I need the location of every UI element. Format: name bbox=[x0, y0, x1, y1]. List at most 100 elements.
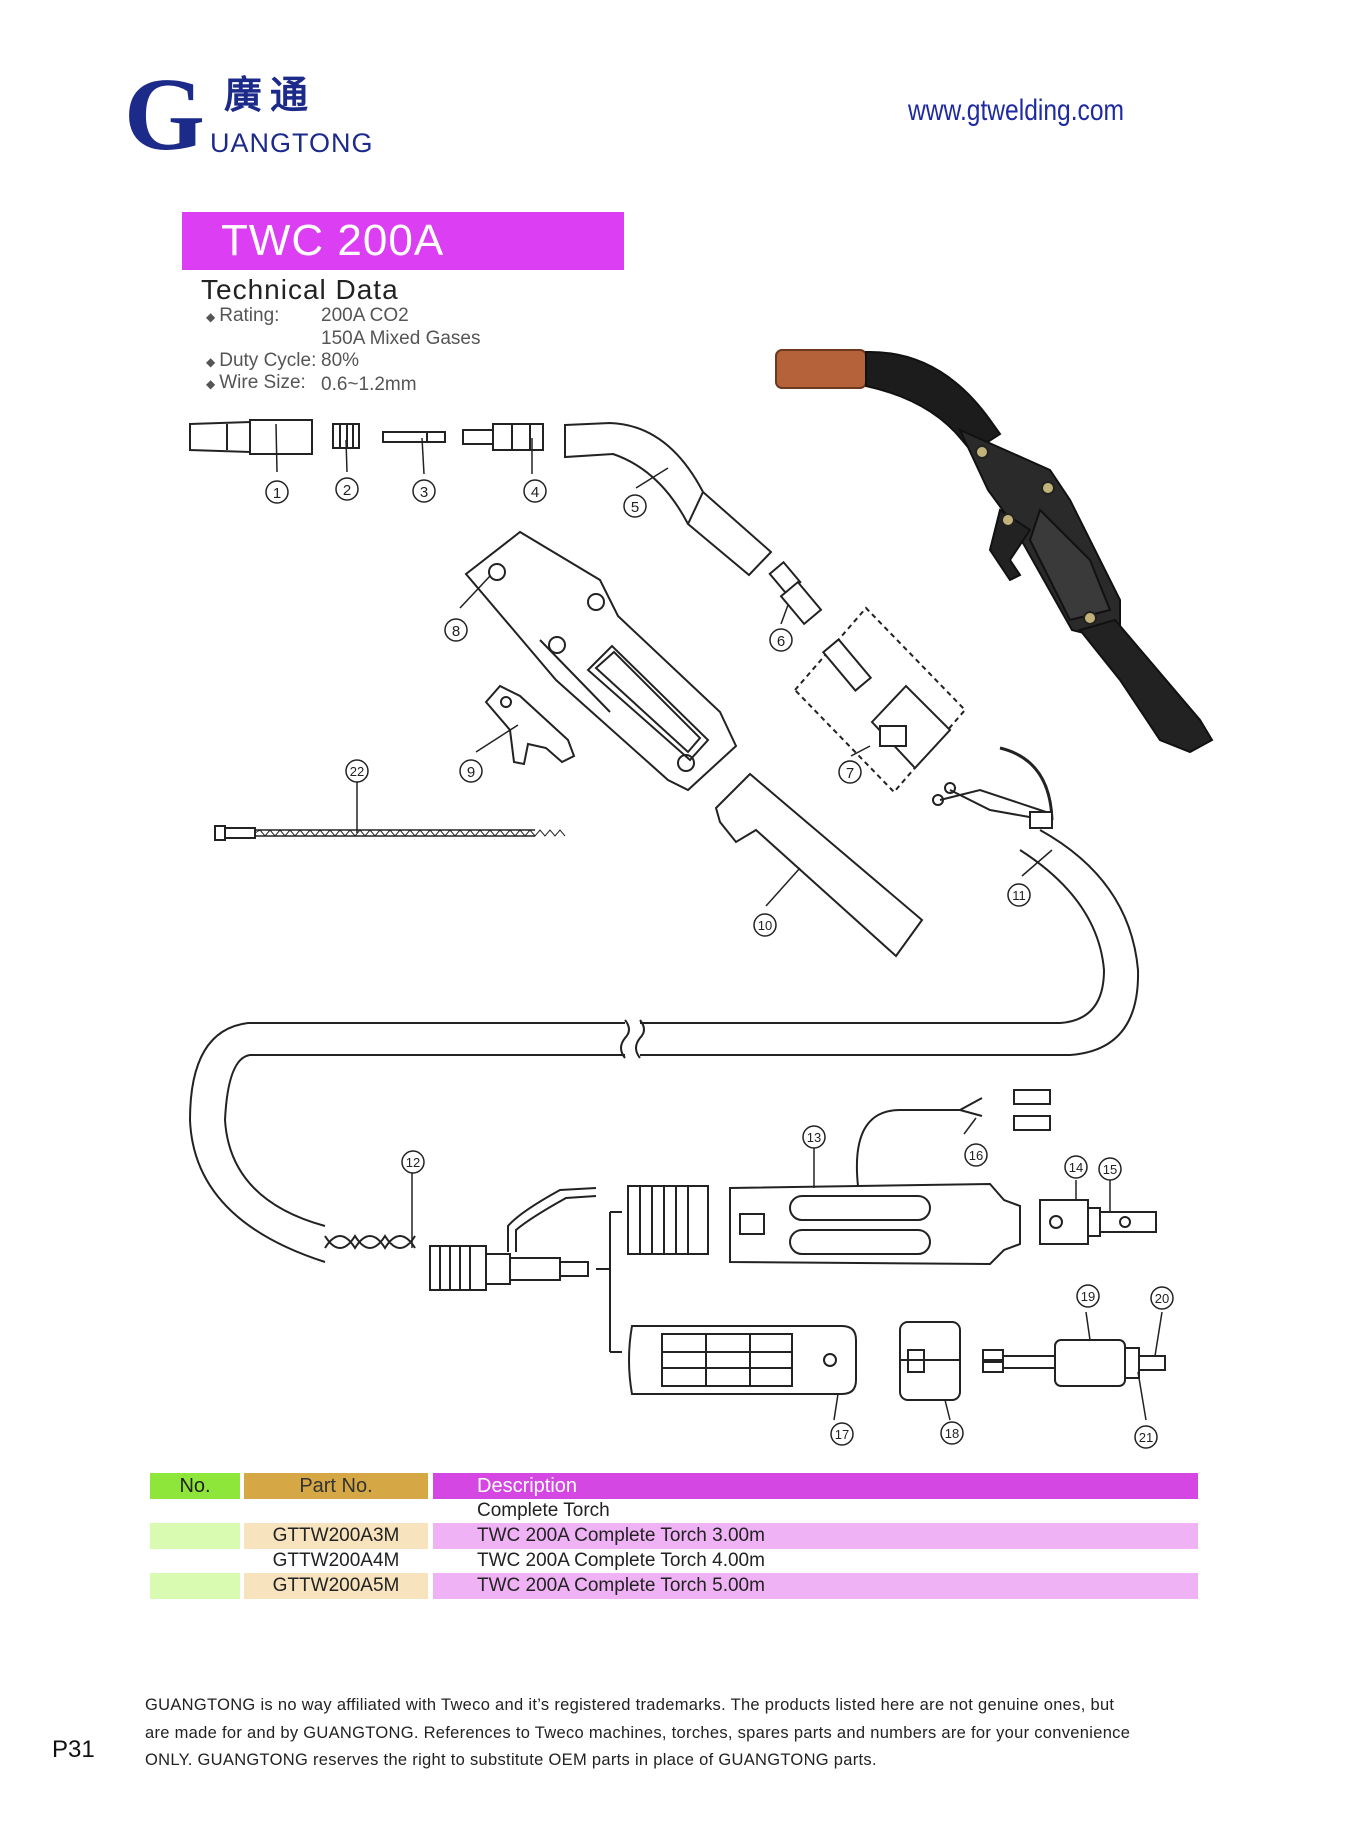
part-3-contact-tip bbox=[382, 431, 446, 443]
header-description: Description bbox=[433, 1473, 1198, 1499]
part-7-switch bbox=[793, 606, 967, 794]
part-22-liner bbox=[214, 825, 566, 841]
callout-5: 5 bbox=[623, 494, 647, 518]
svg-text:6: 6 bbox=[777, 633, 785, 650]
part-4-tip-adaptor bbox=[462, 423, 544, 451]
callouts: 1 2 3 4 5 6 7 8 9 10 11 12 13 14 15 16 1… bbox=[265, 477, 1174, 1449]
website-link[interactable]: www.gtwelding.com bbox=[908, 94, 1125, 127]
part-1-nozzle bbox=[189, 419, 313, 455]
wire-size-label-text: Wire Size: bbox=[219, 372, 306, 393]
row-description: TWC 200A Complete Torch 3.00m bbox=[433, 1523, 1198, 1549]
rating-label-text: Rating: bbox=[219, 305, 280, 326]
svg-text:1: 1 bbox=[273, 485, 281, 502]
torch-photo bbox=[775, 349, 1214, 754]
row-no bbox=[150, 1573, 240, 1599]
model-title-band bbox=[182, 212, 624, 270]
table-row: GTTW200A3M TWC 200A Complete Torch 3.00m bbox=[150, 1523, 1198, 1549]
callout-7: 7 bbox=[838, 760, 862, 784]
callout-leader-lines bbox=[275, 423, 1163, 1421]
part-13-rear-connector bbox=[627, 1089, 1051, 1266]
part-18-connector-body bbox=[899, 1321, 961, 1401]
header-no: No. bbox=[150, 1473, 240, 1499]
svg-text:3: 3 bbox=[420, 484, 428, 501]
callout-14: 14 bbox=[1064, 1155, 1088, 1179]
callout-20: 20 bbox=[1150, 1286, 1174, 1310]
row-no bbox=[150, 1548, 240, 1574]
disclaimer-line-1: GUANGTONG is no way affiliated with Twec… bbox=[145, 1696, 1115, 1714]
callout-8: 8 bbox=[444, 618, 468, 642]
exploded-parts-diagram: 1 2 3 4 5 6 7 8 9 10 11 12 13 14 15 16 1… bbox=[188, 349, 1214, 1449]
callout-19: 19 bbox=[1076, 1284, 1100, 1308]
duty-cycle-value: 80% bbox=[321, 350, 360, 371]
brand-logo: G 廣通 UANGTONG bbox=[124, 57, 373, 172]
svg-text:17: 17 bbox=[835, 1427, 849, 1442]
row-description: Complete Torch bbox=[477, 1500, 610, 1521]
table-row: GTTW200A5M TWC 200A Complete Torch 5.00m bbox=[150, 1573, 1198, 1599]
callout-12: 12 bbox=[401, 1150, 425, 1174]
svg-text:8: 8 bbox=[452, 623, 460, 640]
wire-size-label: ◆Wire Size: bbox=[206, 372, 306, 395]
row-part-no: GTTW200A5M bbox=[244, 1573, 428, 1599]
rating-label: ◆Rating: bbox=[206, 305, 279, 328]
rating-value-1: 200A CO2 bbox=[321, 305, 409, 326]
logo-chinese-name: 廣通 bbox=[224, 75, 317, 117]
row-part-no: GTTW200A3M bbox=[244, 1523, 428, 1549]
callout-11: 11 bbox=[1007, 883, 1031, 907]
row-description: TWC 200A Complete Torch 5.00m bbox=[433, 1573, 1198, 1599]
disclaimer: GUANGTONG is no way affiliated with Twec… bbox=[145, 1692, 1215, 1775]
callout-10: 10 bbox=[753, 913, 777, 937]
svg-text:9: 9 bbox=[467, 764, 475, 781]
callout-17: 17 bbox=[830, 1422, 854, 1446]
svg-text:20: 20 bbox=[1155, 1291, 1169, 1306]
diamond-bullet-icon: ◆ bbox=[206, 310, 216, 324]
disclaimer-line-2: are made for and by GUANGTONG. Reference… bbox=[145, 1723, 1131, 1742]
callout-3: 3 bbox=[412, 479, 436, 503]
part-10-handle-sleeve bbox=[714, 772, 924, 958]
page-number: P31 bbox=[52, 1736, 95, 1763]
logo-english-name: UANGTONG bbox=[210, 128, 374, 158]
row-part-no bbox=[244, 1498, 428, 1524]
callout-6: 6 bbox=[769, 628, 793, 652]
part-6-connector bbox=[768, 560, 823, 626]
callout-2: 2 bbox=[335, 477, 359, 501]
svg-text:11: 11 bbox=[1012, 888, 1026, 903]
duty-cycle-label-text: Duty Cycle: bbox=[219, 350, 317, 371]
callout-15: 15 bbox=[1098, 1157, 1122, 1181]
callout-4: 4 bbox=[523, 479, 547, 503]
row-no bbox=[150, 1498, 240, 1524]
duty-cycle-label: ◆Duty Cycle: bbox=[206, 350, 316, 373]
table-row: GTTW200A4M TWC 200A Complete Torch 4.00m bbox=[150, 1548, 1198, 1574]
svg-text:21: 21 bbox=[1139, 1430, 1153, 1445]
model-title: TWC 200A bbox=[221, 216, 445, 265]
svg-text:15: 15 bbox=[1103, 1162, 1117, 1177]
callout-21: 21 bbox=[1134, 1425, 1158, 1449]
row-no bbox=[150, 1523, 240, 1549]
part-9-trigger bbox=[484, 684, 576, 766]
part-17-rear-handle bbox=[628, 1325, 857, 1395]
table-header-row: No. Part No. Description bbox=[150, 1473, 1198, 1499]
disclaimer-line-3: ONLY. GUANGTONG reserves the right to su… bbox=[145, 1751, 877, 1769]
svg-text:19: 19 bbox=[1081, 1289, 1095, 1304]
part-5-gooseneck bbox=[564, 421, 773, 577]
svg-text:16: 16 bbox=[969, 1148, 983, 1163]
part-12-cable-spring bbox=[324, 1187, 622, 1353]
callout-22: 22 bbox=[345, 759, 369, 783]
svg-text:5: 5 bbox=[631, 499, 639, 516]
svg-text:2: 2 bbox=[343, 482, 351, 499]
row-part-no: GTTW200A4M bbox=[272, 1550, 400, 1571]
svg-text:22: 22 bbox=[350, 764, 364, 779]
logo-letter: G bbox=[124, 57, 205, 172]
svg-text:10: 10 bbox=[758, 918, 772, 933]
part-11-cable-end bbox=[932, 746, 1054, 829]
svg-text:18: 18 bbox=[945, 1426, 959, 1441]
diamond-bullet-icon: ◆ bbox=[206, 355, 216, 369]
callout-16: 16 bbox=[964, 1143, 988, 1167]
rating-value-2: 150A Mixed Gases bbox=[321, 328, 481, 349]
callout-13: 13 bbox=[802, 1125, 826, 1149]
diamond-bullet-icon: ◆ bbox=[206, 377, 216, 391]
wire-size-value: 0.6~1.2mm bbox=[321, 374, 417, 395]
svg-text:4: 4 bbox=[531, 484, 539, 501]
part-8-handle-half bbox=[464, 530, 738, 792]
header-part-no: Part No. bbox=[244, 1473, 428, 1499]
callout-1: 1 bbox=[265, 480, 289, 504]
